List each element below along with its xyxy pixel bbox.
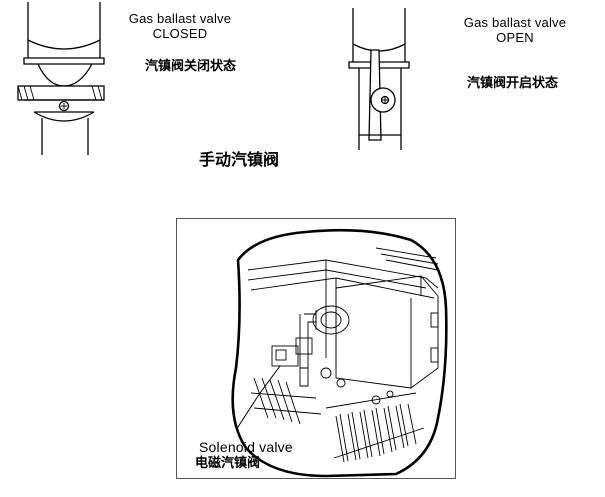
closed-label-cn: 汽镇阀关闭状态 — [145, 59, 237, 74]
solenoid-valve-illustration — [176, 218, 456, 479]
solenoid-label-en: Solenoid valve — [199, 439, 293, 455]
closed-valve-drawing — [17, 2, 105, 155]
open-label-line1: Gas ballast valve — [463, 15, 567, 30]
open-label-cn: 汽镇阀开启状态 — [467, 76, 559, 91]
closed-label-line1: Gas ballast valve — [128, 11, 232, 26]
manual-valve-caption: 手动汽镇阀 — [199, 150, 280, 169]
open-valve-drawing — [348, 8, 410, 150]
solenoid-label-cn: 电磁汽镇阀 — [195, 456, 261, 471]
open-label-en: Gas ballast valve OPEN — [440, 15, 590, 45]
closed-label-en: Gas ballast valve CLOSED — [110, 11, 250, 41]
open-label-line2: OPEN — [496, 30, 534, 45]
closed-label-line2: CLOSED — [152, 26, 208, 41]
